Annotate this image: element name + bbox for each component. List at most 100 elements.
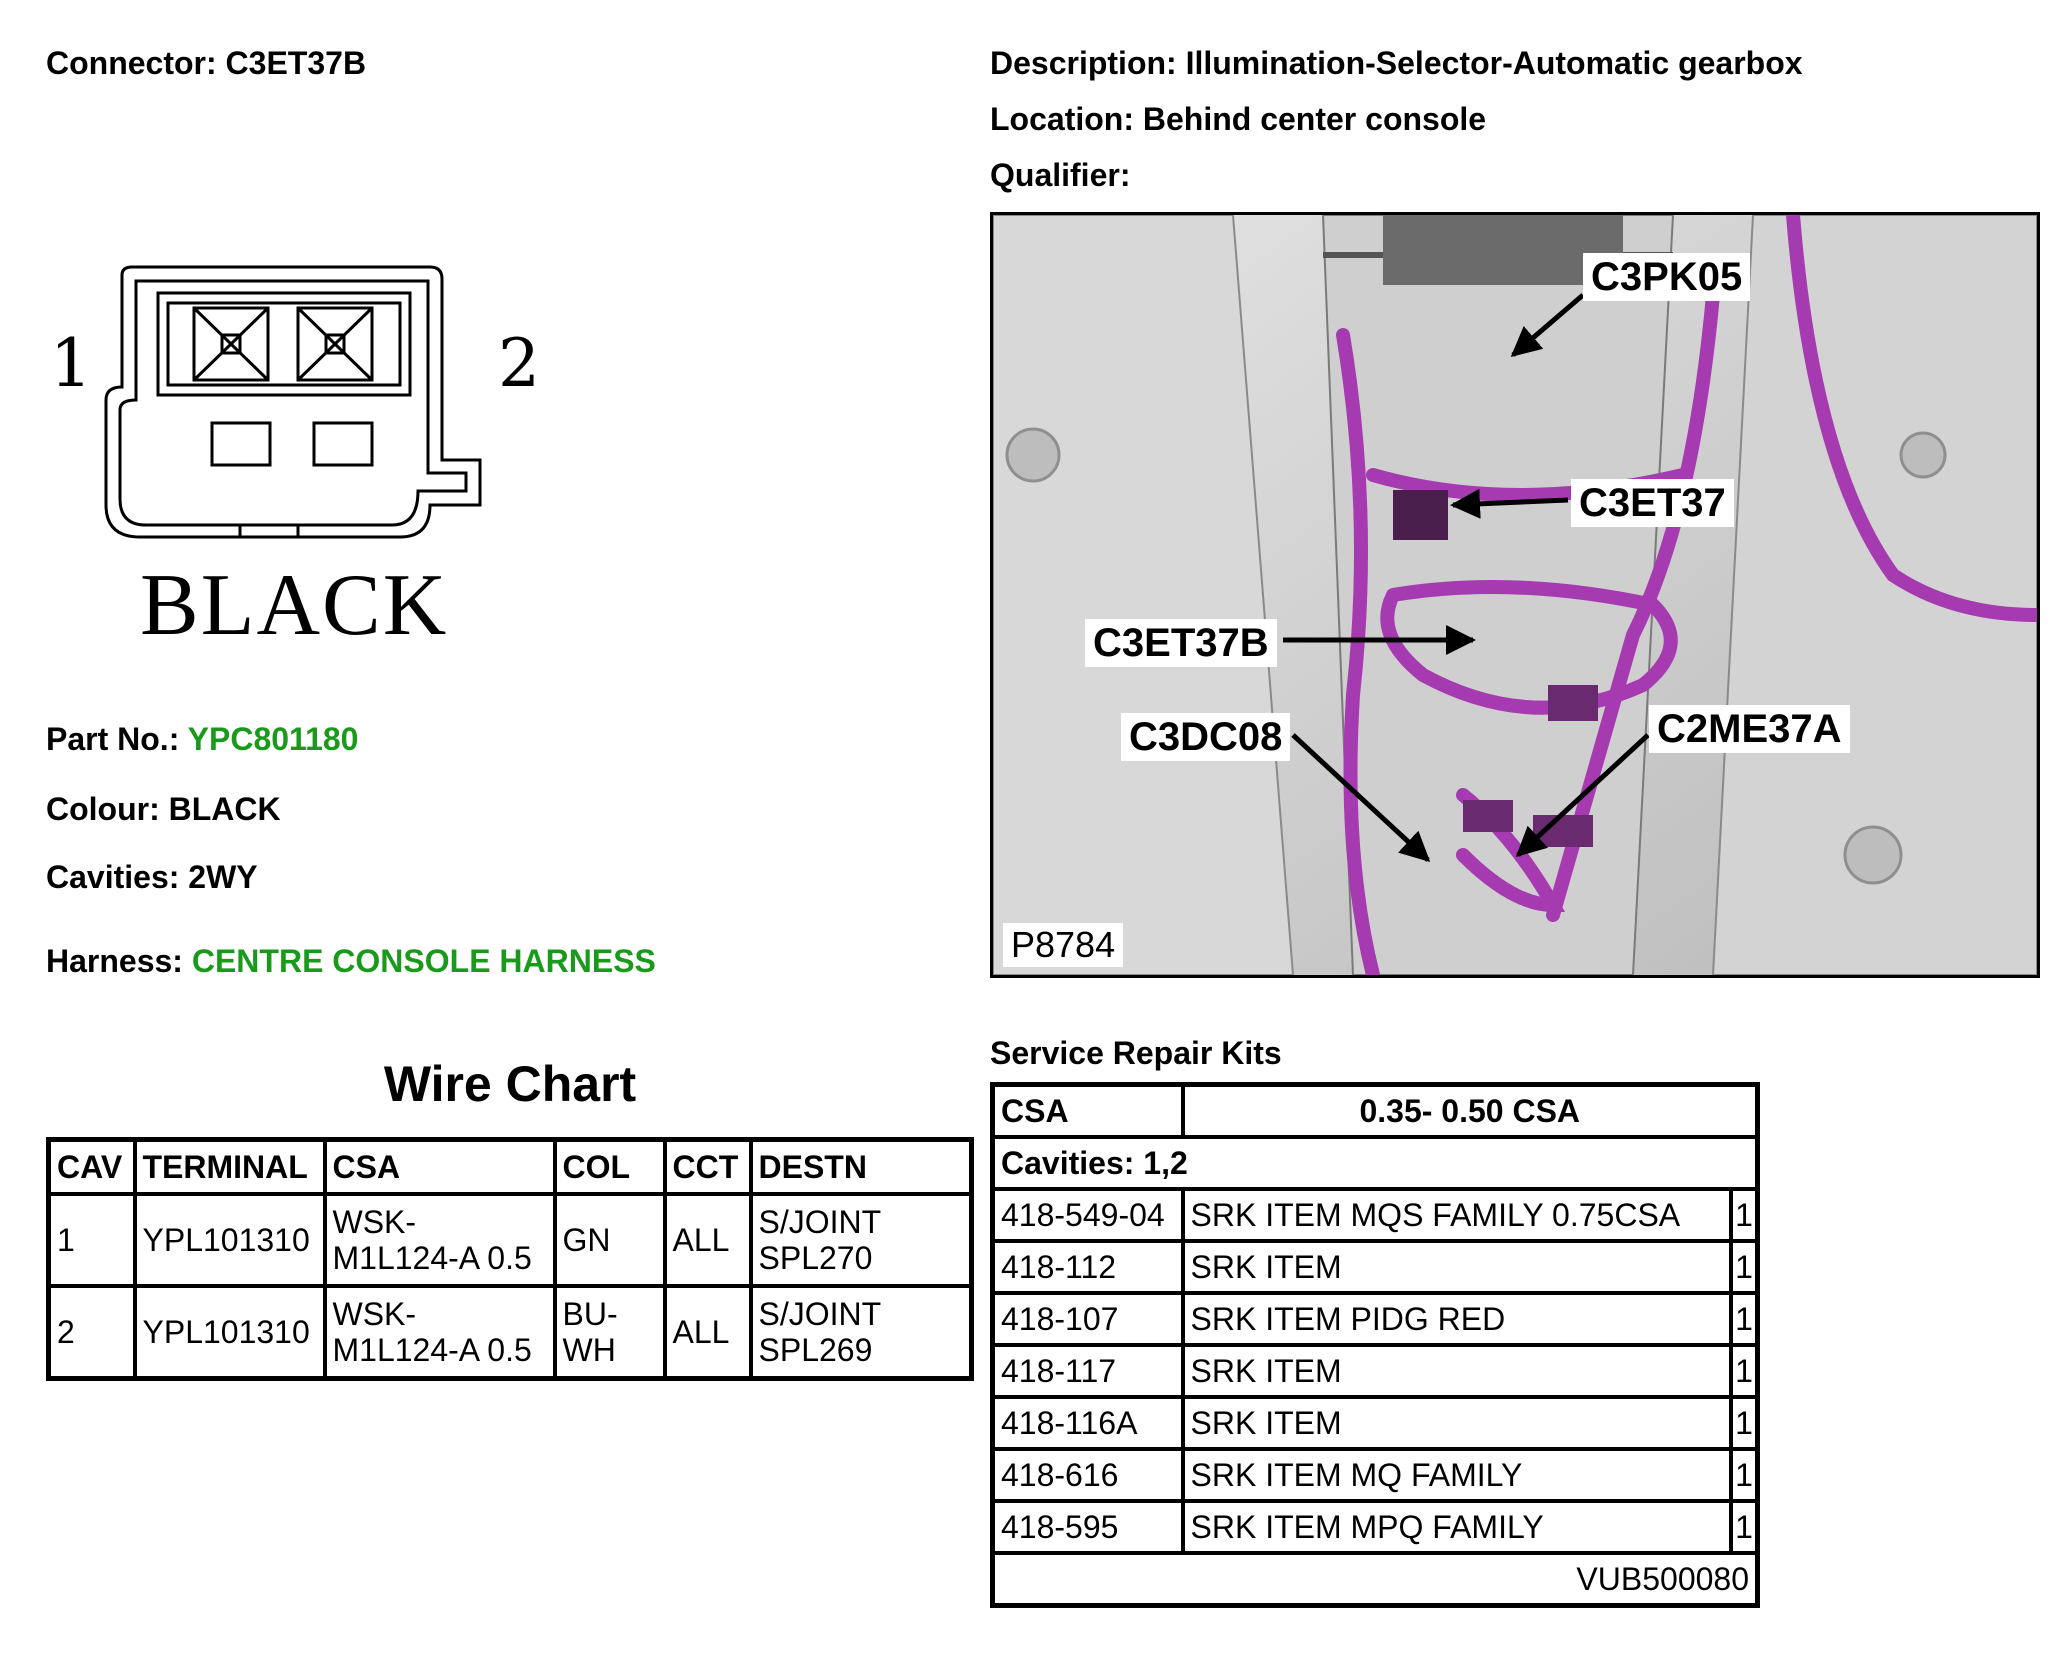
csa-line-2: M1L124-A 0.5 xyxy=(332,1240,532,1276)
wire-chart-title: Wire Chart xyxy=(383,1056,637,1112)
description-label: Description: xyxy=(990,45,1177,81)
csa-line-1: WSK- xyxy=(332,1296,417,1332)
cell-terminal: YPL101310 xyxy=(132,1192,327,1288)
srk-csa-value: 0.35- 0.50 CSA xyxy=(1180,1082,1760,1139)
dest-line-1: S/JOINT xyxy=(758,1204,882,1240)
description-value: Illumination-Selector-Automatic gearbox xyxy=(1185,45,1803,81)
connector-outline xyxy=(104,265,482,539)
srk-qty: 1 xyxy=(1729,1447,1760,1503)
srk-title: Service Repair Kits xyxy=(990,1035,1282,1071)
qualifier-line: Qualifier: xyxy=(990,156,1130,194)
cell-cct: ALL xyxy=(662,1192,753,1288)
dest-line-2: SPL269 xyxy=(758,1332,873,1368)
dest-line-1: S/JOINT xyxy=(758,1296,882,1332)
part-label: Part No.: xyxy=(46,721,180,757)
table-row: 2 YPL101310 WSK-M1L124-A 0.5 BU-WH ALL S… xyxy=(46,1284,974,1381)
cavities-value: 2WY xyxy=(188,859,258,895)
cell-csa: WSK-M1L124-A 0.5 xyxy=(322,1284,557,1381)
cell-csa: WSK-M1L124-A 0.5 xyxy=(322,1192,557,1288)
srk-code: 418-595 xyxy=(990,1499,1185,1555)
col-header-cav: CAV xyxy=(46,1137,137,1196)
srk-qty: 1 xyxy=(1729,1187,1760,1243)
srk-code: 418-116A xyxy=(990,1395,1185,1451)
srk-desc: SRK ITEM xyxy=(1180,1239,1733,1295)
srk-desc: SRK ITEM MPQ FAMILY xyxy=(1180,1499,1733,1555)
location-label: Location: xyxy=(990,101,1134,137)
srk-footer-row: VUB500080 xyxy=(990,1551,1760,1608)
srk-cavities-row: Cavities: 1,2 xyxy=(990,1135,1760,1191)
colour-label: Colour: xyxy=(46,791,160,827)
location-value: Behind center console xyxy=(1142,101,1487,137)
callout-c3et37: C3ET37 xyxy=(1571,479,1734,527)
location-line: Location: Behind center console xyxy=(990,100,1486,138)
srk-csa-label: CSA xyxy=(990,1082,1185,1139)
cell-col: GN xyxy=(552,1192,667,1288)
cell-col: BU-WH xyxy=(552,1284,667,1381)
part-number-link[interactable]: YPC801180 xyxy=(187,721,359,757)
srk-desc: SRK ITEM PIDG RED xyxy=(1180,1291,1733,1347)
srk-desc: SRK ITEM MQ FAMILY xyxy=(1180,1447,1733,1503)
harness-label: Harness: xyxy=(46,943,183,979)
col-header-destn: DESTN xyxy=(748,1137,974,1196)
pin-1-label: 1 xyxy=(50,325,92,402)
col-header-col: COL xyxy=(552,1137,667,1196)
location-photo: C3PK05 C3ET37 C3ET37B C3DC08 C2ME37A P87… xyxy=(990,212,2040,978)
srk-qty: 1 xyxy=(1729,1291,1760,1347)
col-line-2: WH xyxy=(562,1332,616,1368)
harness-link[interactable]: CENTRE CONSOLE HARNESS xyxy=(191,943,656,979)
connector-label: Connector: xyxy=(46,45,217,81)
part-number-line: Part No.: YPC801180 xyxy=(46,720,358,758)
callout-c3et37b: C3ET37B xyxy=(1085,619,1277,667)
col-header-terminal: TERMINAL xyxy=(132,1137,327,1196)
connector-heading: Connector: C3ET37B xyxy=(46,44,366,82)
col-line-1: GN xyxy=(562,1222,611,1258)
photo-id-label: P8784 xyxy=(1003,923,1124,967)
colour-value: BLACK xyxy=(168,791,281,827)
cell-terminal: YPL101310 xyxy=(132,1284,327,1381)
connector-value: C3ET37B xyxy=(225,45,367,81)
csa-line-2: M1L124-A 0.5 xyxy=(332,1332,532,1368)
cell-cav: 1 xyxy=(46,1192,137,1288)
wire-chart-table: CAV TERMINAL CSA COL CCT DESTN 1 YPL1013… xyxy=(46,1137,974,1381)
col-header-csa: CSA xyxy=(322,1137,557,1196)
callout-c3dc08: C3DC08 xyxy=(1121,713,1291,761)
cavities-line: Cavities: 2WY xyxy=(46,858,258,896)
srk-code: 418-616 xyxy=(990,1447,1185,1503)
srk-qty: 1 xyxy=(1729,1239,1760,1295)
vehicle-floor-illustration xyxy=(993,215,2037,975)
table-row: 1 YPL101310 WSK-M1L124-A 0.5 GN ALL S/JO… xyxy=(46,1192,974,1288)
wire-chart-header-row: CAV TERMINAL CSA COL CCT DESTN xyxy=(46,1137,974,1196)
srk-cavities: Cavities: 1,2 xyxy=(990,1135,1760,1191)
srk-qty: 1 xyxy=(1729,1499,1760,1555)
pin-2-label: 2 xyxy=(498,325,540,402)
srk-table: CSA 0.35- 0.50 CSA Cavities: 1,2 418-549… xyxy=(990,1082,1760,1608)
cell-cct: ALL xyxy=(662,1284,753,1381)
csa-line-1: WSK- xyxy=(332,1204,417,1240)
srk-qty: 1 xyxy=(1729,1395,1760,1451)
srk-desc: SRK ITEM xyxy=(1180,1395,1733,1451)
connector-colour-caption: BLACK xyxy=(140,557,449,654)
callout-c2me37a: C2ME37A xyxy=(1649,705,1850,753)
srk-footer-code: VUB500080 xyxy=(990,1551,1760,1608)
srk-code: 418-549-04 xyxy=(990,1187,1185,1243)
description-line: Description: Illumination-Selector-Autom… xyxy=(990,44,1803,82)
harness-line: Harness: CENTRE CONSOLE HARNESS xyxy=(46,942,656,980)
srk-qty: 1 xyxy=(1729,1343,1760,1399)
srk-csa-row: CSA 0.35- 0.50 CSA xyxy=(990,1082,1760,1139)
qualifier-label: Qualifier: xyxy=(990,157,1131,193)
cell-cav: 2 xyxy=(46,1284,137,1381)
col-line-1: BU- xyxy=(562,1296,618,1332)
cavities-label: Cavities: xyxy=(46,859,180,895)
colour-line: Colour: BLACK xyxy=(46,790,281,828)
srk-desc: SRK ITEM MQS FAMILY 0.75CSA xyxy=(1180,1187,1733,1243)
col-header-cct: CCT xyxy=(662,1137,753,1196)
